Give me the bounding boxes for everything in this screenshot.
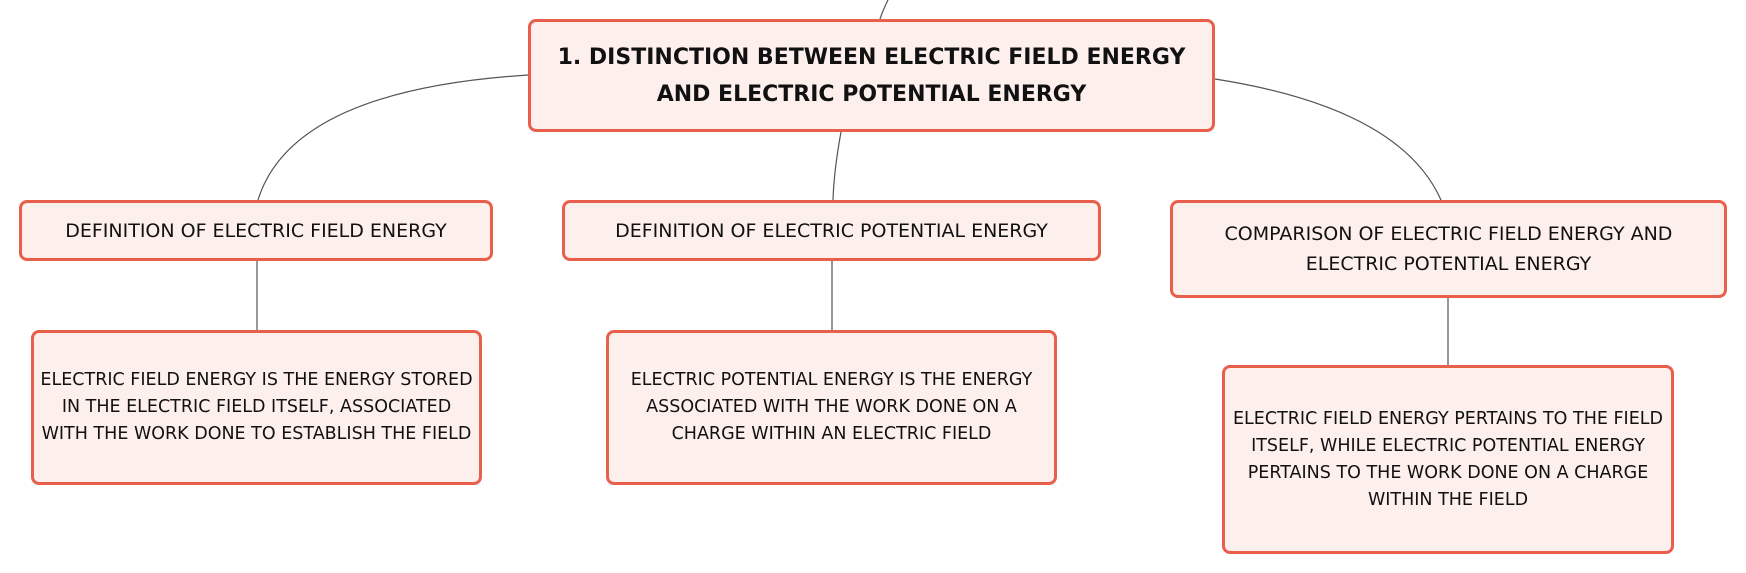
subtopic-text: ELECTRIC FIELD ENERGY IS THE ENERGY STOR…: [40, 370, 473, 444]
topic-label: DEFINITION OF ELECTRIC POTENTIAL ENERGY: [615, 219, 1048, 242]
subtopic-text: ELECTRIC FIELD ENERGY PERTAINS TO THE FI…: [1233, 408, 1663, 510]
topic-electric-field-energy-definition[interactable]: DEFINITION OF ELECTRIC FIELD ENERGY: [19, 200, 493, 261]
subtopic-comparison-description[interactable]: ELECTRIC FIELD ENERGY PERTAINS TO THE FI…: [1222, 365, 1674, 554]
topic-label: COMPARISON OF ELECTRIC FIELD ENERGY AND …: [1224, 223, 1673, 275]
subtopic-electric-potential-energy-description[interactable]: ELECTRIC POTENTIAL ENERGY IS THE ENERGY …: [606, 330, 1057, 485]
subtopic-electric-field-energy-description[interactable]: ELECTRIC FIELD ENERGY IS THE ENERGY STOR…: [31, 330, 482, 485]
connector-to-parent: [879, 0, 889, 20]
connector-root-to-potential-definition: [832, 131, 842, 201]
topic-comparison[interactable]: COMPARISON OF ELECTRIC FIELD ENERGY AND …: [1170, 200, 1727, 298]
connector-root-to-comparison: [1214, 78, 1442, 201]
subtopic-text: ELECTRIC POTENTIAL ENERGY IS THE ENERGY …: [630, 370, 1033, 444]
root-topic-label: 1. DISTINCTION BETWEEN ELECTRIC FIELD EN…: [557, 44, 1186, 107]
topic-label: DEFINITION OF ELECTRIC FIELD ENERGY: [65, 219, 447, 242]
connector-root-to-field-definition: [257, 74, 529, 201]
topic-electric-potential-energy-definition[interactable]: DEFINITION OF ELECTRIC POTENTIAL ENERGY: [562, 200, 1101, 261]
root-topic[interactable]: 1. DISTINCTION BETWEEN ELECTRIC FIELD EN…: [528, 19, 1215, 132]
